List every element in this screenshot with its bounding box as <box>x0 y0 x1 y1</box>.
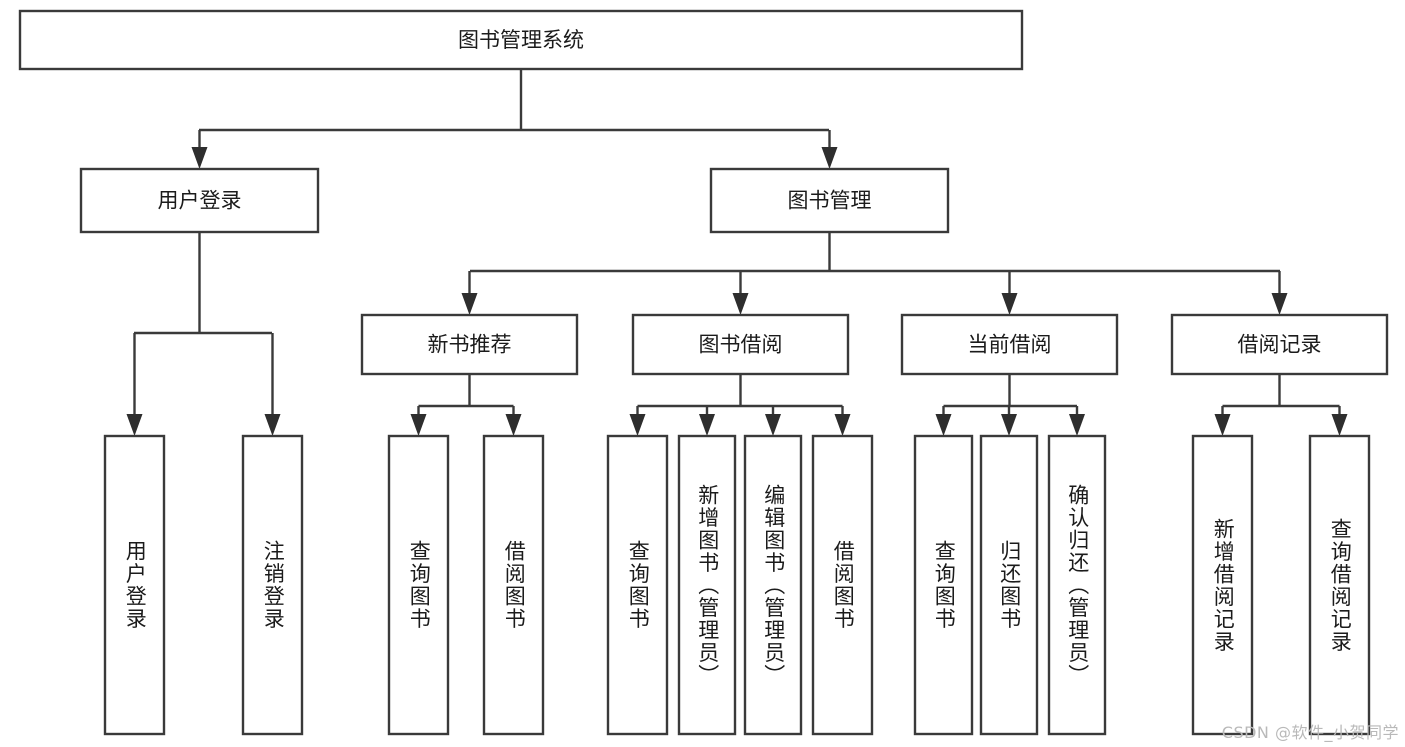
arrow-down-icon-level3-2 <box>1001 293 1018 315</box>
node-box-level2-0[interactable] <box>79 167 320 234</box>
node-box-leaf-7[interactable] <box>811 434 874 736</box>
arrow-down-icon-level3-3 <box>1271 293 1288 315</box>
node-label-level3-1: 图书借阅 <box>699 333 783 357</box>
node-box-leaf-1[interactable] <box>241 434 304 736</box>
node-label-root: 图书管理系统 <box>458 28 584 52</box>
node-box-leaf-2[interactable] <box>387 434 450 736</box>
node-box-leaf-10[interactable] <box>1047 434 1107 736</box>
arrow-down-icon-leaf-8 <box>935 414 952 436</box>
node-box-leaf-0[interactable] <box>103 434 166 736</box>
node-box-leaf-11[interactable] <box>1191 434 1254 736</box>
arrow-down-icon-leaf-7 <box>834 414 851 436</box>
node-box-leaf-8[interactable] <box>913 434 974 736</box>
arrow-down-icon-leaf-0 <box>126 414 143 436</box>
node-box-level3-2[interactable] <box>900 313 1119 376</box>
arrow-down-icon-level2-0 <box>191 147 208 169</box>
node-box-leaf-4[interactable] <box>606 434 669 736</box>
arrow-down-icon-leaf-2 <box>410 414 427 436</box>
arrow-down-icon-leaf-3 <box>505 414 522 436</box>
node-box-leaf-5[interactable] <box>677 434 737 736</box>
arrow-down-icon-leaf-10 <box>1069 414 1085 436</box>
arrow-down-icon-leaf-5 <box>699 414 715 436</box>
boxes-layer <box>18 9 1389 736</box>
arrow-down-icon-level3-0 <box>461 293 478 315</box>
node-label-level2-0: 用户登录 <box>158 189 242 213</box>
arrow-down-icon-leaf-1 <box>264 414 281 436</box>
node-label-level3-2: 当前借阅 <box>968 333 1052 357</box>
arrow-down-icon-leaf-9 <box>1001 414 1017 436</box>
connectors-layer <box>126 69 1348 436</box>
node-label-level3-0: 新书推荐 <box>428 333 512 357</box>
arrow-down-icon-leaf-12 <box>1331 414 1348 436</box>
node-box-root[interactable] <box>18 9 1024 71</box>
node-box-leaf-6[interactable] <box>743 434 803 736</box>
arrow-down-icon-leaf-11 <box>1214 414 1231 436</box>
node-box-level3-1[interactable] <box>631 313 850 376</box>
node-box-leaf-12[interactable] <box>1308 434 1371 736</box>
node-box-leaf-3[interactable] <box>482 434 545 736</box>
node-label-level3-3: 借阅记录 <box>1238 333 1322 357</box>
node-box-leaf-9[interactable] <box>979 434 1039 736</box>
arrow-down-icon-leaf-6 <box>765 414 781 436</box>
watermark-text: CSDN @软件_小贺同学 <box>1221 723 1399 742</box>
arrow-down-icon-level3-1 <box>732 293 749 315</box>
node-label-level2-1: 图书管理 <box>788 189 872 213</box>
node-box-level2-1[interactable] <box>709 167 950 234</box>
arrow-down-icon-leaf-4 <box>629 414 646 436</box>
arrow-down-icon-level2-1 <box>821 147 838 169</box>
node-box-level3-0[interactable] <box>360 313 579 376</box>
node-box-level3-3[interactable] <box>1170 313 1389 376</box>
